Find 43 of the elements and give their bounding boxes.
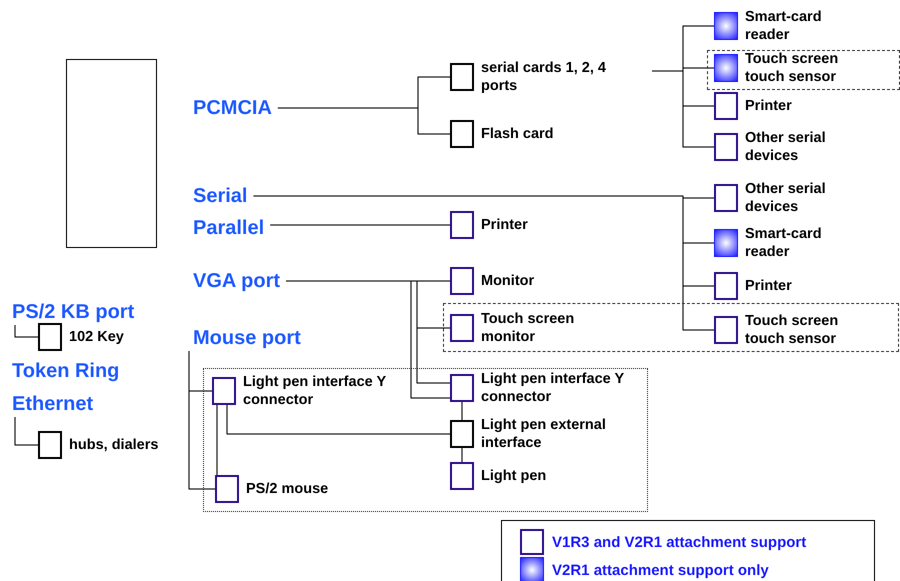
device-label: Light pen external interface bbox=[481, 416, 607, 452]
device-label: Printer bbox=[745, 97, 793, 115]
port-label: Parallel bbox=[193, 216, 264, 240]
connector-line bbox=[277, 108, 450, 134]
connector-line bbox=[270, 224, 450, 226]
port-label: Ethernet bbox=[12, 392, 94, 416]
device-label: Light pen bbox=[481, 467, 548, 485]
device-label: Touch screen monitor bbox=[481, 310, 576, 346]
port-label: PS/2 KB port bbox=[12, 300, 134, 324]
port-label: PCMCIA bbox=[193, 96, 272, 120]
port-label: Serial bbox=[193, 184, 248, 208]
connector-line bbox=[652, 70, 714, 148]
device-label: Touch screen touch sensor bbox=[745, 312, 840, 348]
unit-box bbox=[66, 59, 157, 248]
device-label: PS/2 mouse bbox=[246, 480, 330, 498]
device-label: Other serial devices bbox=[745, 129, 827, 165]
port-label: Token Ring bbox=[12, 359, 120, 383]
legend-label: V1R3 and V2R1 attachment support bbox=[552, 534, 806, 550]
device-label: Touch screen touch sensor bbox=[745, 50, 840, 86]
device-label: hubs, dialers bbox=[69, 436, 160, 454]
device-label: Light pen interface Y connector bbox=[481, 370, 625, 406]
device-label: Monitor bbox=[481, 272, 536, 290]
device-label: Other serial devices bbox=[745, 180, 827, 216]
port-label: Mouse port bbox=[193, 326, 301, 350]
connector-line bbox=[226, 404, 450, 434]
connector-line bbox=[216, 404, 218, 476]
dashed-group-frame bbox=[707, 50, 900, 90]
device-label: Smart-card reader bbox=[745, 8, 823, 44]
port-label: VGA port bbox=[193, 269, 280, 293]
device-label: Light pen interface Y connector bbox=[243, 373, 387, 409]
connector-line bbox=[14, 416, 38, 446]
device-label: Printer bbox=[481, 216, 529, 234]
device-label: 102 Key bbox=[69, 328, 125, 346]
connector-line bbox=[14, 324, 38, 338]
device-label: Printer bbox=[745, 277, 793, 295]
device-label: Smart-card reader bbox=[745, 225, 823, 261]
device-label: serial cards 1, 2, 4 ports bbox=[481, 59, 607, 95]
dotted-group-frame bbox=[203, 368, 648, 512]
connector-line bbox=[252, 196, 714, 330]
legend-label: V2R1 attachment support only bbox=[552, 562, 769, 578]
device-label: Flash card bbox=[481, 125, 555, 143]
dashed-group-frame bbox=[443, 303, 899, 352]
connector-line bbox=[188, 350, 216, 490]
